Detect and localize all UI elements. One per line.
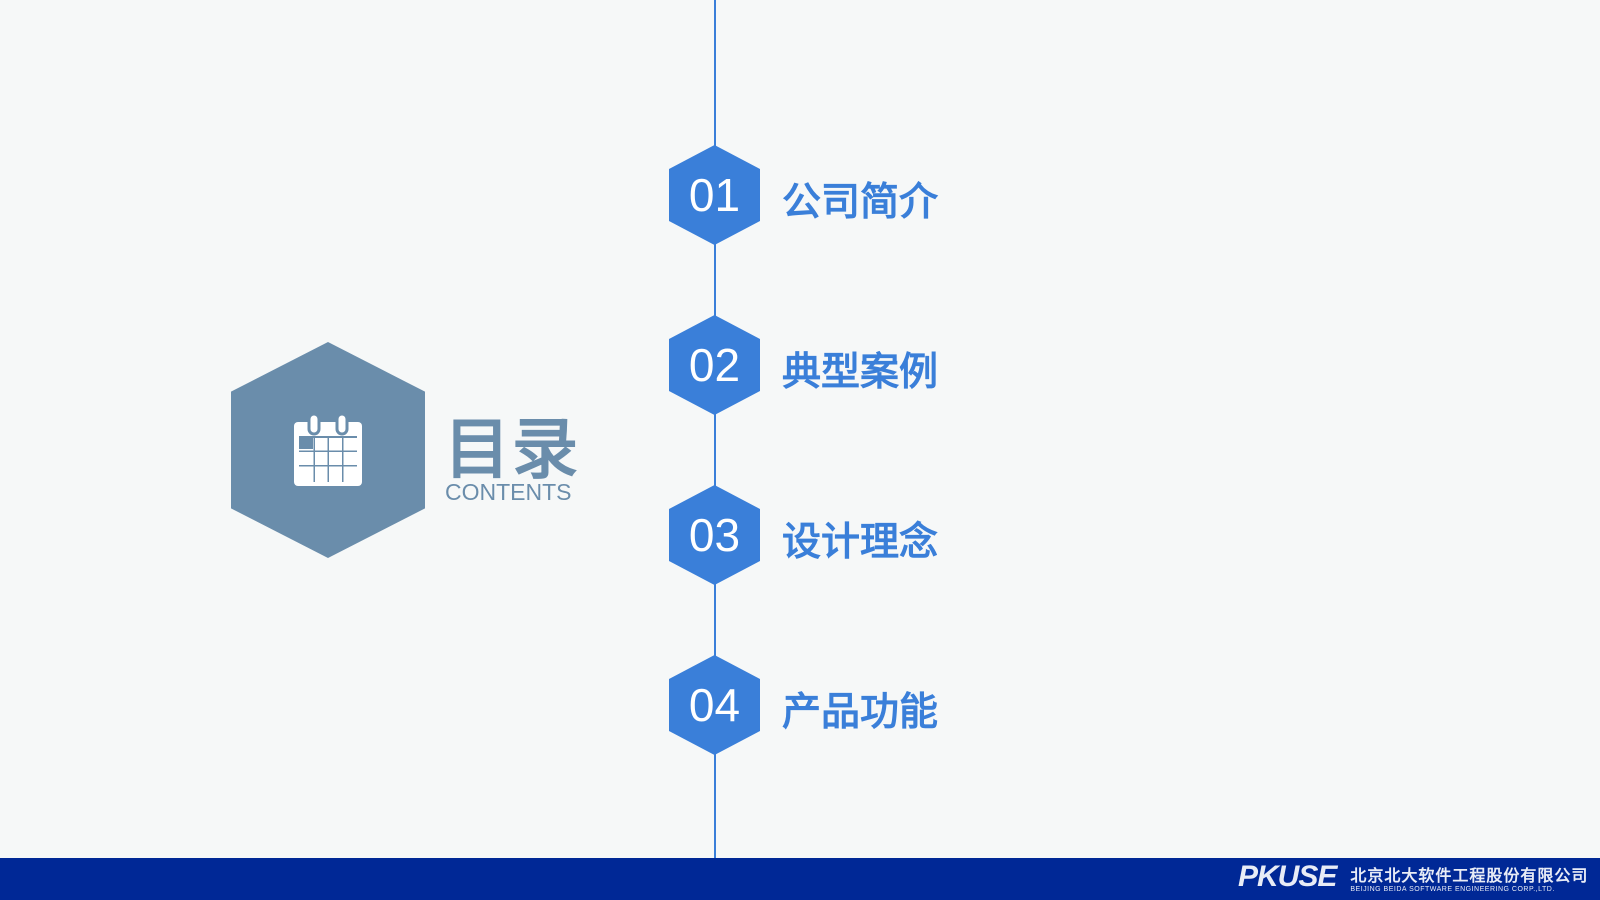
page-subtitle: CONTENTS bbox=[445, 479, 572, 505]
company-logo: PKUSE 北京北大软件工程股份有限公司 BEIJING BEIDA SOFTW… bbox=[1238, 860, 1588, 894]
toc-item-4[interactable]: 04 产品功能 bbox=[669, 655, 1069, 755]
item-label: 公司简介 bbox=[782, 180, 939, 225]
item-number-hexagon: 04 bbox=[669, 655, 760, 755]
item-number-hexagon: 03 bbox=[669, 485, 760, 585]
page-title: 目录 bbox=[444, 412, 580, 486]
item-label: 产品功能 bbox=[782, 690, 939, 735]
timeline-line bbox=[714, 0, 716, 860]
item-number-hexagon: 02 bbox=[669, 315, 760, 415]
company-name-cn: 北京北大软件工程股份有限公司 bbox=[1350, 867, 1589, 885]
logo-mark: PKUSE bbox=[1238, 860, 1337, 893]
item-label: 设计理念 bbox=[782, 520, 939, 565]
toc-item-3[interactable]: 03 设计理念 bbox=[669, 485, 1069, 585]
toc-item-1[interactable]: 01 公司简介 bbox=[669, 145, 1069, 245]
calendar-icon bbox=[294, 414, 362, 486]
item-label: 典型案例 bbox=[782, 350, 939, 395]
toc-item-2[interactable]: 02 典型案例 bbox=[669, 315, 1069, 415]
footer-bar bbox=[0, 858, 1600, 900]
item-number-hexagon: 01 bbox=[669, 145, 760, 245]
company-name-en: BEIJING BEIDA SOFTWARE ENGINEERING CORP.… bbox=[1350, 885, 1555, 893]
